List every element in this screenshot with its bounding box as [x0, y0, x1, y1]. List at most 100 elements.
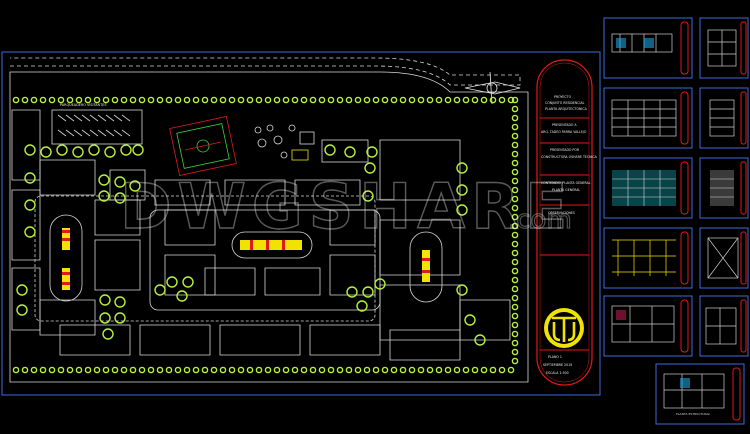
tree-icon [354, 96, 362, 104]
tb-observations: OBSERVACIONES [548, 211, 575, 215]
tree-icon [12, 96, 20, 104]
sheet-section[interactable] [603, 227, 693, 289]
tree-icon [282, 366, 290, 374]
tree-icon [219, 96, 227, 104]
sheet-elev-d[interactable] [699, 157, 749, 219]
tree-icon [511, 159, 519, 167]
tree-icon [228, 96, 236, 104]
tree-icon [147, 366, 155, 374]
tree-icon [456, 184, 468, 196]
tree-icon [480, 96, 488, 104]
sports-court[interactable] [169, 116, 237, 176]
tree-icon [174, 366, 182, 374]
tree-icon [111, 366, 119, 374]
watermark-suffix: .com [508, 205, 572, 235]
tree-icon [417, 366, 425, 374]
tb-presented-by-name: CONSTRUCTORA OSHARE TECNICA [541, 155, 598, 159]
tree-icon [363, 366, 371, 374]
tree-icon [30, 96, 38, 104]
tree-icon [511, 141, 519, 149]
sheet-plan-b[interactable] [699, 17, 749, 79]
tree-icon [129, 96, 137, 104]
tree-icon [192, 366, 200, 374]
tree-icon [114, 176, 126, 188]
tree-symbols [12, 96, 519, 374]
tree-icon [255, 96, 263, 104]
tree-icon [114, 312, 126, 324]
tree-icon [366, 146, 378, 158]
tree-icon [511, 357, 519, 365]
tree-icon [48, 366, 56, 374]
tree-icon [408, 366, 416, 374]
sheet-elev-c[interactable] [603, 157, 693, 219]
tree-icon [511, 303, 519, 311]
tree-icon [346, 286, 358, 298]
tree-icon [453, 96, 461, 104]
tree-icon [390, 366, 398, 374]
tree-icon [282, 96, 290, 104]
site-plan[interactable]: PARQUEADERO VISITANTES [9, 57, 529, 383]
tree-icon [511, 321, 519, 329]
tree-icon [511, 132, 519, 140]
sheet-plan-a[interactable] [603, 17, 693, 79]
sheet-plan-c[interactable] [603, 295, 693, 357]
title-block[interactable]: PROYECTO CONJUNTO RESIDENCIAL PLANTA ARQ… [536, 59, 598, 386]
tree-icon [102, 96, 110, 104]
tree-icon [511, 285, 519, 293]
sheet-plan-e[interactable] [655, 363, 745, 425]
tree-icon [363, 96, 371, 104]
tree-icon [114, 192, 126, 204]
parking-lot [51, 109, 143, 145]
tree-icon [246, 96, 254, 104]
tree-icon [362, 286, 374, 298]
tree-icon [84, 366, 92, 374]
tree-icon [300, 366, 308, 374]
tree-icon [374, 278, 386, 290]
tree-icon [356, 300, 368, 312]
tree-icon [511, 240, 519, 248]
tree-icon [362, 190, 374, 202]
tree-icon [444, 366, 452, 374]
tree-icon [344, 146, 356, 158]
tree-icon [210, 96, 218, 104]
tree-icon [511, 312, 519, 320]
tree-icon [498, 366, 506, 374]
tree-icon [511, 105, 519, 113]
tree-icon [426, 366, 434, 374]
tree-icon [120, 96, 128, 104]
sheet-thumbnails[interactable]: PLANTA ESTRUCTURAL [603, 17, 749, 425]
watermark-brand: DWGSHARE [120, 170, 573, 243]
tb-sheet-number: PLANO 1 [548, 355, 562, 359]
tb-scale: ESCALA 1:500 [546, 371, 569, 375]
sheet-plan-d[interactable] [699, 295, 749, 357]
tree-icon [327, 366, 335, 374]
tree-icon [336, 96, 344, 104]
tree-icon [246, 366, 254, 374]
tree-icon [435, 96, 443, 104]
tree-icon [372, 96, 380, 104]
tree-icon [264, 96, 272, 104]
tree-icon [511, 267, 519, 275]
tree-icon [408, 96, 416, 104]
tree-icon [471, 96, 479, 104]
tree-icon [489, 366, 497, 374]
tree-icon [318, 96, 326, 104]
sheet-elev-a[interactable] [603, 87, 693, 149]
north-arrow-icon [464, 71, 521, 105]
tree-icon [511, 249, 519, 257]
tree-icon [511, 177, 519, 185]
tree-icon [129, 180, 141, 192]
building-blocks[interactable] [11, 109, 511, 361]
sheet-roof[interactable] [699, 227, 749, 289]
tree-icon [364, 162, 376, 174]
tree-icon [399, 96, 407, 104]
tree-icon [39, 96, 47, 104]
sheet-elev-b[interactable] [699, 87, 749, 149]
tree-icon [57, 96, 65, 104]
tree-icon [16, 284, 28, 296]
tree-icon [174, 96, 182, 104]
company-logo [544, 308, 584, 348]
tree-icon [327, 96, 335, 104]
tree-icon [21, 366, 29, 374]
